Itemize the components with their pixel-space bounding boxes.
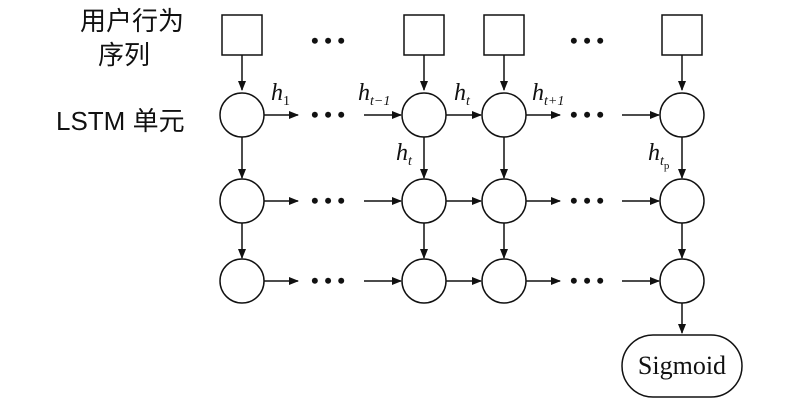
input-square-1 bbox=[221, 14, 263, 56]
label-h-t: ht bbox=[454, 80, 471, 109]
lstm-cell-r1-c1 bbox=[219, 92, 265, 138]
input-square-t bbox=[403, 14, 445, 56]
lstm-cell-r3-c2 bbox=[401, 258, 447, 304]
ellipsis-inputs: • • • bbox=[311, 28, 345, 53]
label-h-t-plus-1: ht+1 bbox=[532, 80, 564, 109]
ellipsis-row1-a: • • • bbox=[311, 102, 345, 127]
lstm-cell-r2-c4 bbox=[659, 178, 705, 224]
ellipsis-row2-a: • • • bbox=[311, 188, 345, 213]
lstm-cell-r2-c2 bbox=[401, 178, 447, 224]
label-h1: h1 bbox=[271, 80, 290, 109]
lstm-cell-r3-c3 bbox=[481, 258, 527, 304]
ellipsis-row2-b: • • • bbox=[570, 188, 604, 213]
lstm-cell-r1-c2 bbox=[401, 92, 447, 138]
label-h-t-minus-1: ht−1 bbox=[358, 80, 390, 109]
lstm-cell-r2-c3 bbox=[481, 178, 527, 224]
label-h-tp: htp bbox=[648, 140, 670, 172]
sequence-label-line2: 序列 bbox=[98, 40, 150, 70]
sigmoid-label: Sigmoid bbox=[638, 351, 726, 380]
lstm-cell-r1-c4 bbox=[659, 92, 705, 138]
lstm-cell-r3-c4 bbox=[659, 258, 705, 304]
ellipsis-inputs-2: • • • bbox=[570, 28, 604, 53]
lstm-label: LSTM 单元 bbox=[56, 106, 185, 136]
input-square-tp bbox=[661, 14, 703, 56]
ellipsis-row1-b: • • • bbox=[570, 102, 604, 127]
lstm-cell-r3-c1 bbox=[219, 258, 265, 304]
lstm-cell-r2-c1 bbox=[219, 178, 265, 224]
sequence-label-line1: 用户行为 bbox=[80, 6, 184, 36]
ellipsis-row3-a: • • • bbox=[311, 268, 345, 293]
sigmoid-node bbox=[621, 334, 743, 398]
ellipsis-row3-b: • • • bbox=[570, 268, 604, 293]
lstm-cell-r1-c3 bbox=[481, 92, 527, 138]
label-h-t-down: ht bbox=[396, 140, 413, 169]
input-square-t-plus-1 bbox=[483, 14, 525, 56]
